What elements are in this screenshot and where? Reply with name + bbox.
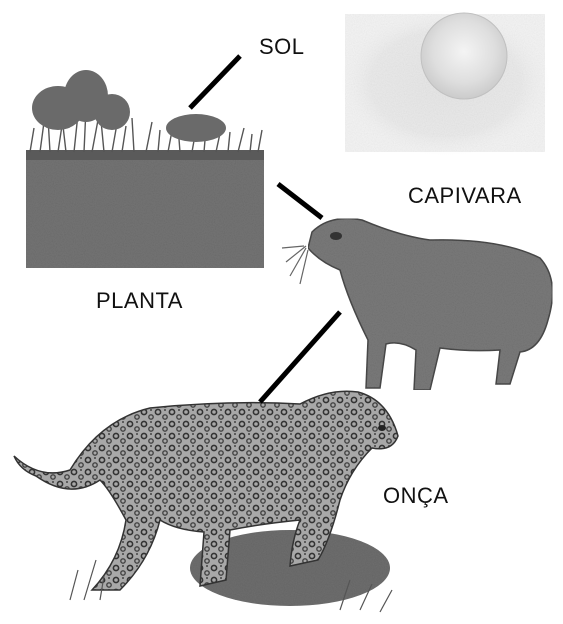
- capybara-illustration: [282, 219, 553, 391]
- jaguar-illustration: [14, 391, 398, 612]
- jaguar-eye: [378, 425, 386, 431]
- capybara-body: [308, 219, 553, 391]
- soil-block: [26, 150, 264, 268]
- line-capybara-jaguar: [260, 312, 340, 402]
- label-planta: PLANTA: [96, 288, 183, 314]
- sun-illustration: [338, 8, 553, 158]
- line-plant-sun: [190, 56, 240, 108]
- line-plant-capybara: [278, 184, 322, 218]
- label-capivara: CAPIVARA: [408, 183, 522, 209]
- capybara-grass: [282, 246, 308, 284]
- sun-disc: [421, 13, 507, 99]
- plant-illustration: [26, 70, 264, 268]
- label-sol: SOL: [259, 34, 305, 60]
- label-onca: ONÇA: [383, 483, 449, 509]
- capybara-eye: [330, 232, 342, 240]
